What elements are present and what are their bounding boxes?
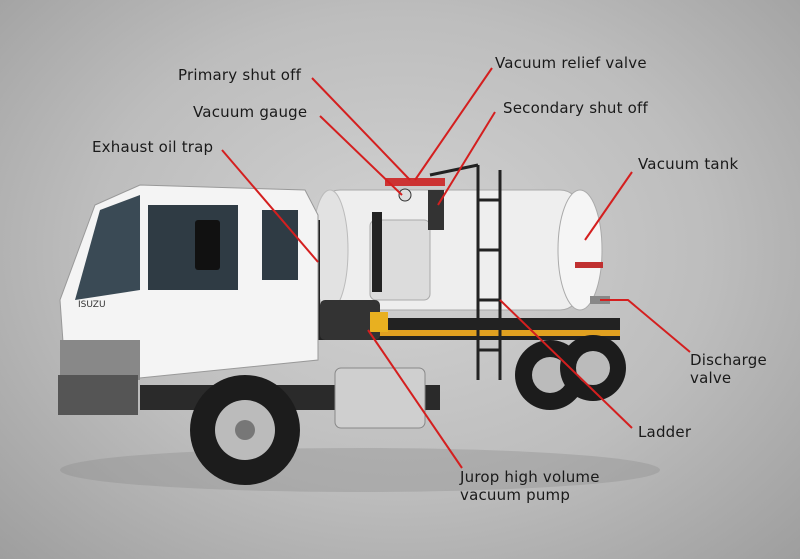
- leader-vacuum-relief-valve: [414, 67, 493, 181]
- ladder: [429, 163, 502, 380]
- leader-vacuum-gauge: [319, 115, 403, 196]
- fuel-tank: [334, 367, 426, 429]
- label-vacuum-relief-valve: Vacuum relief valve: [495, 54, 647, 72]
- label-pump-line2: vacuum pump: [460, 486, 571, 504]
- wheels: [190, 335, 626, 485]
- label-discharge-valve-line2: valve: [690, 369, 732, 387]
- leader-primary-shut-off: [311, 77, 411, 181]
- label-ladder: Ladder: [638, 423, 692, 441]
- label-pump-line1: Jurop high volume: [460, 468, 600, 486]
- label-primary-shut-off: Primary shut off: [178, 66, 302, 84]
- leader-exhaust-oil-trap: [221, 149, 319, 263]
- label-vacuum-gauge: Vacuum gauge: [193, 103, 308, 121]
- vacuum-tank: [311, 189, 610, 311]
- cab: ISUZU: [58, 184, 319, 415]
- leader-ladder: [499, 299, 633, 429]
- leader-discharge-valve: [600, 299, 691, 353]
- label-discharge-valve-line1: Discharge: [690, 351, 767, 369]
- truck-badge: ISUZU: [78, 300, 106, 310]
- label-exhaust-oil-trap: Exhaust oil trap: [92, 138, 214, 156]
- label-vacuum-tank: Vacuum tank: [638, 155, 739, 173]
- leader-secondary-shut-off: [437, 111, 496, 206]
- leader-vacuum-tank: [584, 171, 633, 241]
- vacuum-pump: [320, 300, 388, 340]
- leader-pump: [367, 329, 463, 469]
- label-secondary-shut-off: Secondary shut off: [503, 99, 649, 117]
